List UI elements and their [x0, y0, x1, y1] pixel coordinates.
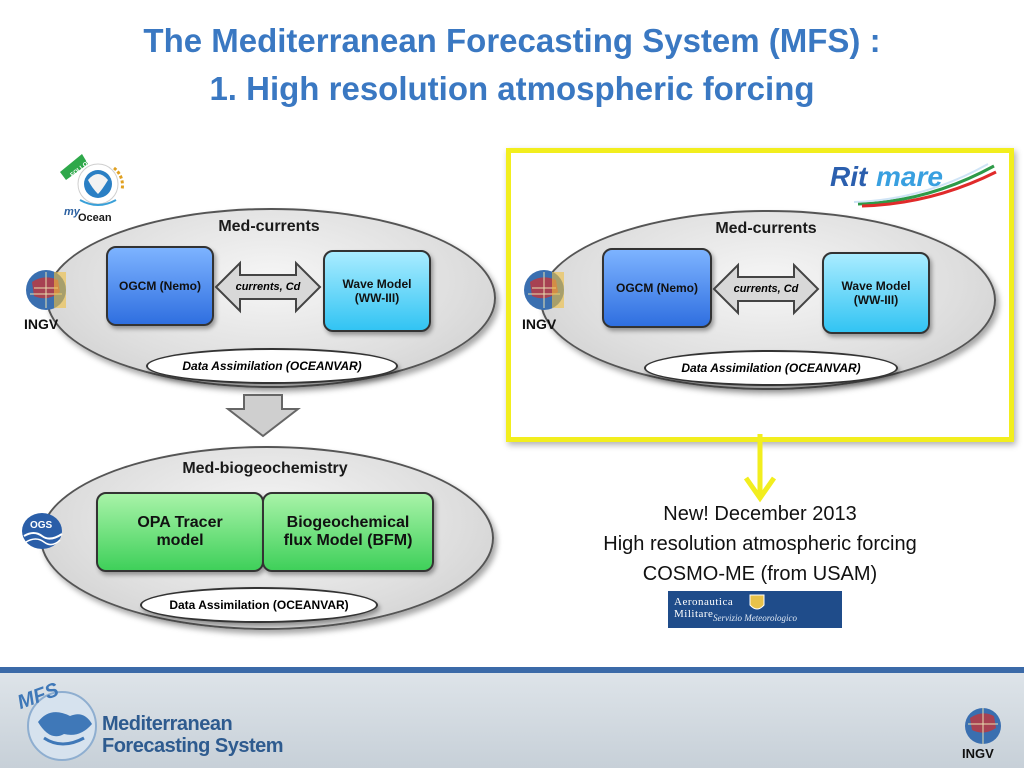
myocean-ocean-text: Ocean	[78, 212, 112, 224]
ogcm-box-left: OGCM (Nemo)	[106, 246, 214, 326]
down-arrow	[225, 394, 301, 438]
med-currents-title-left: Med-currents	[218, 218, 320, 235]
currents-arrow-label-right: currents, Cd	[733, 283, 799, 295]
ingv-label-left: INGV	[24, 316, 59, 332]
currents-double-arrow-right	[712, 262, 820, 316]
mfs-logo: MFS	[14, 676, 104, 764]
footer-ingv-globe-logo	[962, 706, 1004, 746]
ritmare-logo: Rit mare	[828, 158, 998, 210]
slide-title-line2: 1. High resolution atmospheric forcing	[209, 70, 815, 107]
wave-model-line2-right: (WW-III)	[853, 293, 899, 307]
wave-model-line1-right: Wave Model	[841, 279, 911, 293]
data-assimilation-bio-label: Data Assimilation (OCEANVAR)	[169, 598, 349, 612]
ogcm-label-right: OGCM (Nemo)	[616, 281, 698, 295]
svg-text:mare: mare	[876, 161, 943, 192]
currents-arrow-label-left: currents, Cd	[235, 281, 301, 293]
ogs-logo: OGS	[20, 510, 66, 552]
footer-title-line2: Forecasting System	[102, 735, 284, 757]
wave-model-line1-left: Wave Model	[342, 277, 412, 291]
ingv-globe-logo-right	[522, 268, 566, 314]
svg-text:OGS: OGS	[30, 520, 53, 531]
aeronautica-militare-logo: Aeronautica Militare Servizio Meteorolog…	[668, 591, 842, 628]
footer-bar	[0, 667, 1024, 768]
opa-tracer-box: OPA Tracer model	[96, 492, 264, 572]
myocean-logo: FOLLOW-ON	[52, 150, 132, 222]
bfm-box: Biogeochemical flux Model (BFM)	[262, 492, 434, 572]
data-assimilation-bio: Data Assimilation (OCEANVAR)	[140, 587, 378, 623]
ogcm-label-left: OGCM (Nemo)	[119, 279, 201, 293]
svg-text:Rit: Rit	[830, 161, 869, 192]
wave-model-line2-left: (WW-III)	[354, 291, 400, 305]
data-assimilation-right: Data Assimilation (OCEANVAR)	[644, 350, 898, 386]
data-assimilation-left: Data Assimilation (OCEANVAR)	[146, 348, 398, 384]
opa-line2: model	[156, 532, 204, 549]
bfm-line2: flux Model (BFM)	[283, 532, 413, 549]
aeronautica-crest-icon	[749, 594, 765, 610]
ingv-globe-logo-left	[24, 268, 68, 314]
ingv-label-right: INGV	[522, 316, 557, 332]
slide-title-line1: The Mediterranean Forecasting System (MF…	[143, 22, 881, 59]
aeronautica-sub: Servizio Meteorologico	[713, 613, 797, 623]
bfm-line1: Biogeochemical	[286, 514, 410, 531]
footer-title-line1: Mediterranean	[102, 713, 233, 735]
announcement-line3: COSMO-ME (from USAM)	[642, 563, 878, 585]
footer-ingv-label: INGV	[962, 746, 994, 761]
med-biogeochemistry-title: Med-biogeochemistry	[182, 460, 348, 477]
currents-double-arrow-left	[214, 260, 322, 314]
announcement-line1: New! December 2013	[663, 503, 857, 525]
data-assimilation-label-right: Data Assimilation (OCEANVAR)	[681, 361, 861, 375]
med-currents-title-right: Med-currents	[715, 220, 817, 237]
opa-line1: OPA Tracer	[137, 514, 223, 531]
wave-model-box-right: Wave Model (WW-III)	[822, 252, 930, 334]
aeronautica-name: Aeronautica Militare	[674, 596, 734, 620]
announcement-line2: High resolution atmospheric forcing	[603, 533, 917, 555]
yellow-down-arrow	[743, 434, 777, 503]
data-assimilation-label-left: Data Assimilation (OCEANVAR)	[182, 359, 362, 373]
footer-band	[0, 667, 1024, 673]
myocean-my-text: my	[64, 206, 80, 218]
ogcm-box-right: OGCM (Nemo)	[602, 248, 712, 328]
wave-model-box-left: Wave Model (WW-III)	[323, 250, 431, 332]
